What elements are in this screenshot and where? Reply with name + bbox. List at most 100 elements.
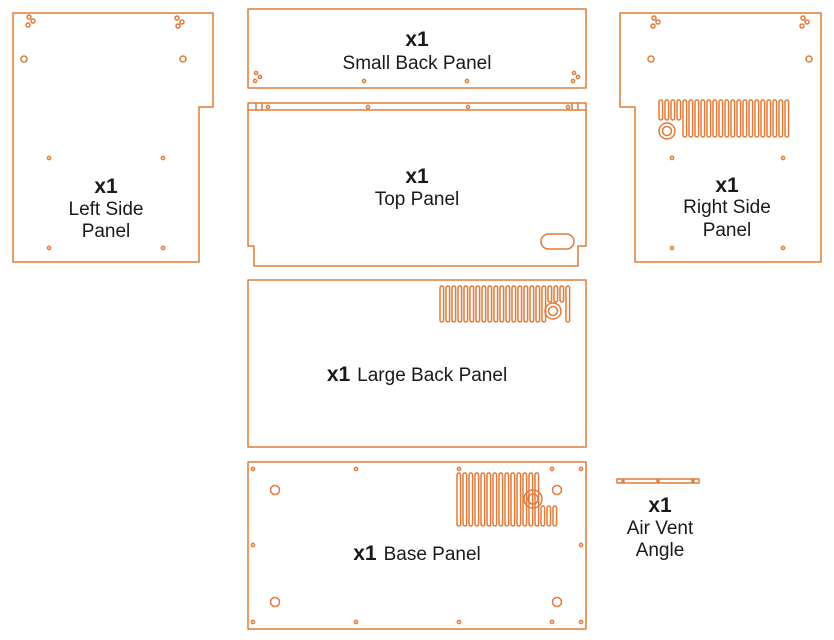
vent-slot <box>462 472 468 527</box>
vent-slot <box>546 505 552 527</box>
base-panel-vent-slots <box>456 472 558 527</box>
vent-slot <box>706 99 712 138</box>
vent-slot <box>742 99 748 138</box>
air-vent-name-line1: Air Vent <box>627 518 694 539</box>
vent-slot <box>541 285 547 323</box>
vent-slot <box>553 285 559 303</box>
top-qty: x1 <box>405 165 429 188</box>
large-back-name: Large Back Panel <box>357 365 507 386</box>
vent-slot <box>475 285 481 323</box>
small-back-panel-label: x1 Small Back Panel <box>343 28 492 74</box>
vent-slot <box>522 472 528 527</box>
vent-slot <box>547 285 553 303</box>
vent-slot <box>694 99 700 138</box>
vent-slot <box>760 99 766 138</box>
vent-slot <box>700 99 706 138</box>
vent-slot <box>736 99 742 138</box>
air-vent-name-line2: Angle <box>636 540 685 561</box>
vent-slot <box>552 505 558 527</box>
vent-slot <box>523 285 529 323</box>
right-side-panel-label: x1 Right Side Panel <box>683 174 771 241</box>
vent-slot <box>516 472 522 527</box>
large-back-qty: x1 <box>327 363 351 386</box>
vent-slot <box>468 472 474 527</box>
right-side-qty: x1 <box>715 174 739 197</box>
vent-slot <box>535 285 541 323</box>
top-panel-label: x1 Top Panel <box>375 165 460 210</box>
vent-slot <box>439 285 445 323</box>
vent-slot <box>510 472 516 527</box>
right-side-name-line1: Right Side <box>683 197 771 218</box>
vent-slot <box>540 505 546 527</box>
vent-slot <box>529 285 535 323</box>
large-back-panel-label: x1 Large Back Panel <box>327 363 507 386</box>
small-back-panel-holes <box>252 70 581 84</box>
vent-slot <box>658 99 664 121</box>
vent-slot <box>664 99 670 121</box>
base-label-line: x1 Base Panel <box>353 542 481 565</box>
air-vent-angle-outline <box>616 478 700 484</box>
vent-slot <box>559 285 565 303</box>
vent-slot <box>480 472 486 527</box>
vent-slot <box>565 285 571 323</box>
left-side-name-line1: Left Side <box>69 199 144 220</box>
air-vent-qty: x1 <box>648 494 672 517</box>
right-side-vent-slots <box>658 99 790 138</box>
base-panel-outline <box>247 461 587 630</box>
base-name: Base Panel <box>384 544 481 565</box>
large-back-panel-outline <box>247 279 587 448</box>
base-qty: x1 <box>353 542 377 565</box>
vent-slot <box>486 472 492 527</box>
large-back-panel-holes <box>544 302 562 320</box>
left-side-qty: x1 <box>94 175 118 198</box>
vent-slot <box>724 99 730 138</box>
top-panel-details <box>248 103 586 250</box>
vent-slot <box>504 472 510 527</box>
vent-slot <box>730 99 736 138</box>
top-panel-outline <box>247 102 587 267</box>
vent-slot <box>682 99 688 138</box>
base-panel-label: x1 Base Panel <box>353 542 481 565</box>
vent-slot <box>456 472 462 527</box>
small-back-qty: x1 <box>405 28 429 51</box>
vent-slot <box>498 472 504 527</box>
vent-slot <box>505 285 511 323</box>
left-side-name-line2: Panel <box>82 221 131 242</box>
vent-slot <box>445 285 451 323</box>
vent-slot <box>766 99 772 138</box>
left-side-panel-label: x1 Left Side Panel <box>69 175 144 242</box>
vent-slot <box>534 472 540 527</box>
vent-slot <box>492 472 498 527</box>
vent-slot <box>469 285 475 323</box>
vent-slot <box>778 99 784 138</box>
vent-slot <box>451 285 457 323</box>
large-back-vent-slots <box>439 285 571 323</box>
right-side-panel-holes <box>647 15 813 251</box>
vent-slot <box>474 472 480 527</box>
large-back-label-line: x1 Large Back Panel <box>327 363 507 386</box>
vent-slot <box>457 285 463 323</box>
vent-slot <box>748 99 754 138</box>
vent-slot <box>688 99 694 138</box>
vent-slot <box>493 285 499 323</box>
vent-slot <box>487 285 493 323</box>
vent-slot <box>481 285 487 323</box>
small-back-panel-outline <box>247 8 587 89</box>
right-side-panel-outline <box>619 12 822 263</box>
vent-slot <box>463 285 469 323</box>
vent-slot <box>517 285 523 323</box>
vent-slot <box>754 99 760 138</box>
left-side-panel-holes <box>20 14 187 251</box>
vent-slot <box>676 99 682 121</box>
vent-slot <box>772 99 778 138</box>
vent-slot <box>499 285 505 323</box>
vent-slot <box>712 99 718 138</box>
left-side-panel-outline <box>12 12 214 263</box>
vent-slot <box>528 472 534 527</box>
vent-slot <box>511 285 517 323</box>
vent-slot <box>718 99 724 138</box>
air-vent-angle-label: x1 Air Vent Angle <box>627 494 694 561</box>
vent-slot <box>670 99 676 121</box>
